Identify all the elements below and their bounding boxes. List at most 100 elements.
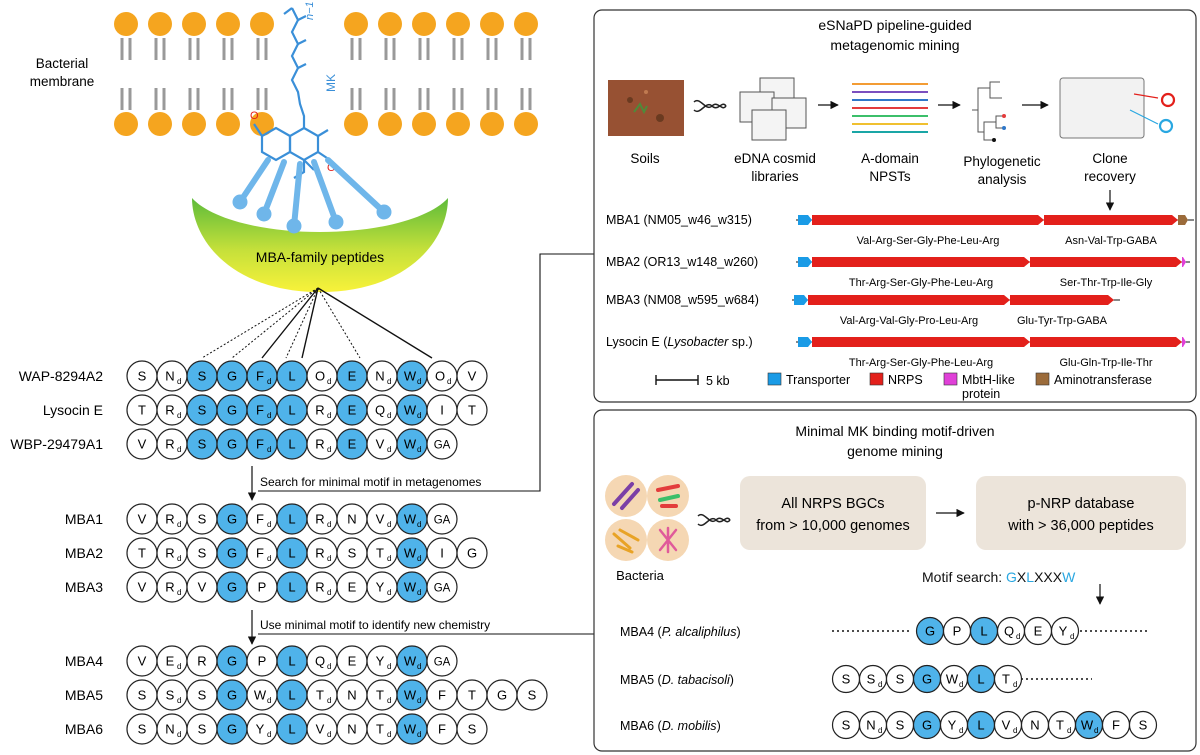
residue-circle bbox=[426, 571, 458, 603]
motif-connector-lines bbox=[201, 287, 433, 359]
residue-letter: F bbox=[438, 722, 446, 737]
residue-letter: G bbox=[925, 624, 935, 639]
bacteria-icons bbox=[605, 475, 689, 561]
residue-letter: L bbox=[288, 437, 295, 452]
residue-letter: I bbox=[440, 403, 444, 418]
residue-letter: S bbox=[198, 369, 207, 384]
residue-letter: N bbox=[347, 688, 356, 703]
lipid-head-top bbox=[480, 12, 504, 36]
residue-subscript: d bbox=[417, 554, 421, 563]
residue-subscript: d bbox=[177, 696, 181, 705]
bacteria-label: Bacteria bbox=[616, 568, 664, 583]
residue-letter: R bbox=[315, 512, 324, 527]
residue-letter: V bbox=[468, 369, 477, 384]
residue-subscript: d bbox=[417, 377, 421, 386]
residue-letter: F bbox=[438, 688, 446, 703]
residue-subscript: d bbox=[959, 680, 963, 689]
residue-letter: R bbox=[165, 580, 174, 595]
residue-letter: E bbox=[348, 654, 357, 669]
residue-letter: S bbox=[198, 512, 207, 527]
step-label-phylo-1: Phylogenetic bbox=[963, 154, 1041, 169]
residue-letter: S bbox=[528, 688, 537, 703]
oxygen-label-left: O bbox=[250, 110, 259, 122]
residue-letter: R bbox=[165, 403, 174, 418]
sequence-name: MBA5 bbox=[65, 687, 103, 703]
residue-circle bbox=[456, 360, 488, 392]
accessory-gene bbox=[1182, 257, 1186, 267]
legend-item: NRPS bbox=[869, 372, 923, 387]
residue-letter: V bbox=[198, 580, 207, 595]
residue-letter: F bbox=[1112, 718, 1120, 733]
residue-letter: Q bbox=[375, 403, 385, 418]
residue-letter: S bbox=[138, 722, 147, 737]
residue-letter: E bbox=[348, 580, 357, 595]
residue-letter: W bbox=[404, 437, 417, 452]
residue-letter: V bbox=[376, 437, 385, 452]
residue-letter: W bbox=[404, 722, 417, 737]
residue-letter: S bbox=[166, 688, 175, 703]
esnapd-title-line1: eSNaPD pipeline-guided bbox=[818, 17, 971, 33]
residue-letter: V bbox=[138, 580, 147, 595]
residue-letter: Y bbox=[256, 722, 265, 737]
residue-circle bbox=[456, 394, 488, 426]
genome-title-line2: genome mining bbox=[847, 443, 943, 459]
residue-subscript: d bbox=[387, 520, 391, 529]
residue-letter: Y bbox=[376, 654, 385, 669]
residue-subscript: d bbox=[387, 377, 391, 386]
residue-letter: G bbox=[227, 688, 237, 703]
residue-subscript: d bbox=[327, 662, 331, 671]
residue-letter: O bbox=[435, 369, 445, 384]
residue-subscript: d bbox=[417, 520, 421, 529]
residue-subscript: d bbox=[387, 588, 391, 597]
genome-title-line1: Minimal MK binding motif-driven bbox=[795, 423, 994, 439]
residue-letter: T bbox=[1056, 718, 1064, 733]
residue-letter: S bbox=[896, 718, 905, 733]
residue-letter: V bbox=[138, 437, 147, 452]
residue-letter: G bbox=[467, 546, 477, 561]
residue-subscript: d bbox=[267, 730, 271, 739]
residue-letter: P bbox=[953, 624, 962, 639]
residue-letter: N bbox=[165, 722, 174, 737]
legend-label: MbtH-like bbox=[962, 373, 1015, 387]
residue-letter: W bbox=[1081, 718, 1094, 733]
residue-letter: L bbox=[288, 580, 295, 595]
scale-label: 5 kb bbox=[706, 374, 730, 388]
residue-letter: Q bbox=[1004, 624, 1014, 639]
sequence-name: MBA1 bbox=[65, 511, 103, 527]
motif-search-label: Motif search: GXLXXXW bbox=[922, 569, 1076, 585]
nrps-bgc-box bbox=[740, 476, 926, 550]
mba-family-bowl bbox=[192, 198, 448, 292]
sequence-name: WAP-8294A2 bbox=[19, 368, 104, 384]
residue-letter: L bbox=[288, 512, 295, 527]
residue-letter: T bbox=[468, 403, 476, 418]
residue-letter: G bbox=[227, 580, 237, 595]
residue-letter: F bbox=[256, 512, 264, 527]
cluster-name: MBA2 (OR13_w148_w260) bbox=[606, 255, 758, 269]
residue-letter: I bbox=[440, 546, 444, 561]
residue-letter: S bbox=[138, 688, 147, 703]
sequence-name: MBA6 bbox=[65, 721, 103, 737]
menaquinone-molecule bbox=[253, 7, 331, 179]
residue-subscript: d bbox=[1013, 680, 1017, 689]
residue-letter: L bbox=[977, 718, 984, 733]
residue-letter: W bbox=[404, 580, 417, 595]
residue-letter: G bbox=[497, 688, 507, 703]
residue-letter: G bbox=[922, 718, 932, 733]
residue-subscript: d bbox=[177, 377, 181, 386]
module-label-b: Glu-Tyr-Trp-GABA bbox=[1017, 315, 1108, 327]
pipeline-arrows bbox=[818, 100, 1115, 211]
residue-letter: S bbox=[198, 546, 207, 561]
residue-circle bbox=[1050, 616, 1080, 646]
residue-subscript: d bbox=[177, 662, 181, 671]
legend-label: Transporter bbox=[786, 373, 850, 387]
lipid-head-top bbox=[216, 12, 240, 36]
residue-subscript: d bbox=[417, 411, 421, 420]
pnrp-box-line1: p-NRP database bbox=[1028, 496, 1135, 512]
residue-letter: R bbox=[165, 546, 174, 561]
npst-lines-icon bbox=[852, 83, 928, 133]
residue-letter: S bbox=[198, 437, 207, 452]
residue-letter: G bbox=[227, 437, 237, 452]
